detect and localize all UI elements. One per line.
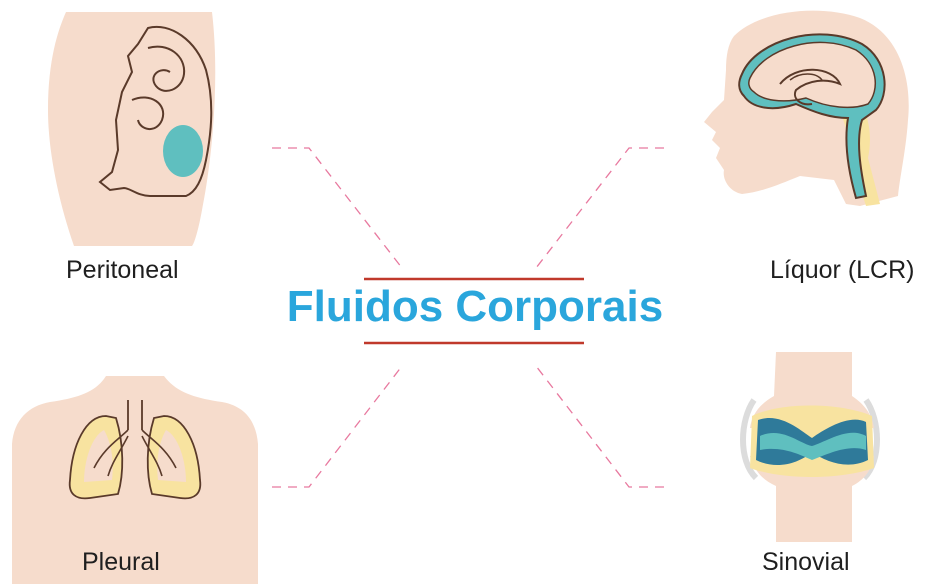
synovial-fluid-blue [756,417,868,466]
bronchi [93,429,177,477]
connector-pleural [272,365,403,488]
brain-ventricle-inner [789,73,823,81]
connector-sinovial [535,365,664,488]
label-pleural: Pleural [82,548,160,576]
label-liquor: Líquor (LCR) [770,256,915,284]
brain-ventricle [779,68,842,106]
intestine-loop-2 [131,96,165,130]
connector-peritoneal [272,147,403,269]
joint-capsule-right [861,398,880,481]
synovial-fluid-band [760,432,866,460]
organ-outline [98,25,213,197]
pleural-illustration [12,376,258,584]
lower-bone [750,456,874,542]
diagram-title: Fluidos Corporais [286,282,664,331]
chest-silhouette [12,376,258,584]
lung-right-inner [157,430,186,482]
label-sinovial: Sinovial [762,548,850,576]
peritoneal-fluid [163,125,203,177]
liquor-illustration [704,10,909,207]
trachea [127,400,143,430]
label-peritoneal: Peritoneal [66,256,179,284]
connector-liquor [535,147,664,269]
peritoneal-illustration [48,12,216,246]
intestine-loop [147,45,186,92]
joint-capsule-left [740,398,759,481]
torso-silhouette [48,12,216,246]
lung-left-inner [84,430,113,482]
sinovial-illustration [740,352,880,542]
